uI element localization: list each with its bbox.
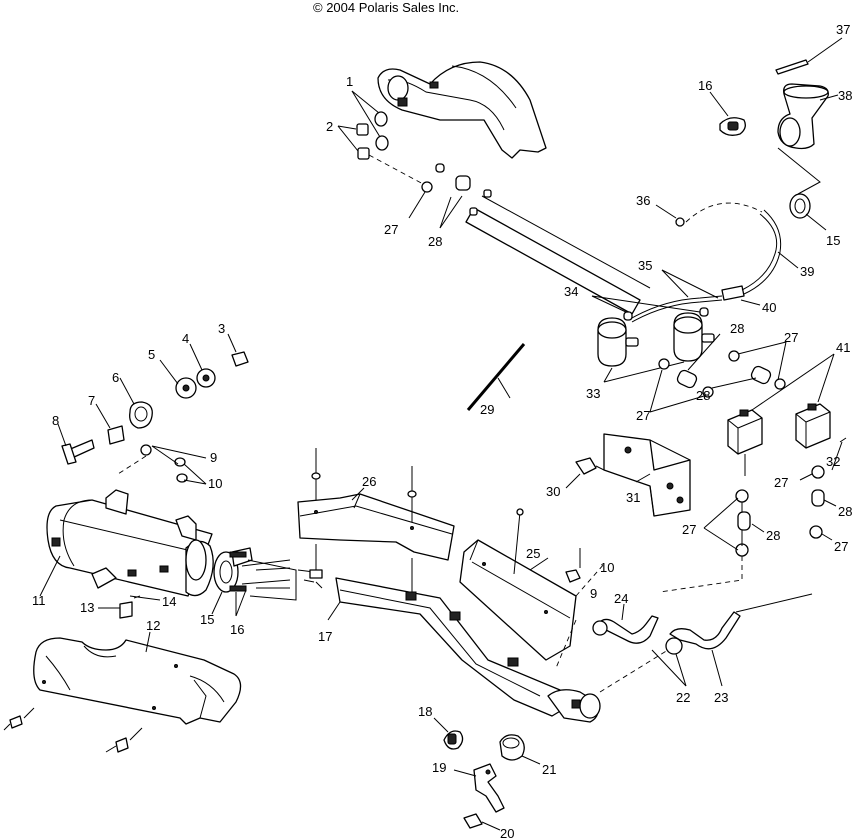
callout-27b: 27: [784, 330, 798, 345]
callout-40: 40: [762, 300, 776, 315]
callout-21: 21: [542, 762, 556, 777]
muffler-11: [39, 489, 214, 597]
callout-30: 30: [546, 484, 560, 499]
callout-23: 23: [714, 690, 728, 705]
callout-3: 3: [218, 321, 225, 336]
callout-33: 33: [586, 386, 600, 401]
callout-labels: 1 2 3 4 5 6 7 8 9 10 11 12 13 14 15 16 1…: [32, 22, 852, 839]
callout-25: 25: [526, 546, 540, 561]
callout-11: 11: [32, 593, 46, 608]
callout-15a: 15: [200, 612, 214, 627]
callout-38: 38: [838, 88, 852, 103]
callout-7: 7: [88, 393, 95, 408]
callout-19: 19: [432, 760, 446, 775]
callout-16b: 16: [698, 78, 712, 93]
callout-13: 13: [80, 600, 94, 615]
callout-24: 24: [614, 591, 628, 606]
hose-assembly-34-35-39-40: [591, 202, 799, 323]
callout-2: 2: [326, 119, 333, 134]
callout-12: 12: [146, 618, 160, 633]
callout-31: 31: [626, 490, 640, 505]
heat-shield-12: [3, 631, 242, 753]
callout-27e: 27: [774, 475, 788, 490]
callout-39: 39: [800, 264, 814, 279]
heat-shield-26: [297, 448, 455, 561]
bracket-30-31: [565, 433, 691, 517]
callout-27c: 27: [636, 408, 650, 423]
callout-10b: 10: [600, 560, 614, 575]
lower-hardware-18-21: [433, 717, 541, 831]
callout-27a: 27: [384, 222, 398, 237]
mounting-hardware-3-10: [57, 333, 249, 485]
callout-9b: 9: [590, 586, 597, 601]
callout-20: 20: [500, 826, 514, 839]
clip-13-14: [98, 595, 161, 619]
callout-1: 1: [346, 74, 353, 89]
callout-18: 18: [418, 704, 432, 719]
callout-4: 4: [182, 331, 189, 346]
rod-29: [466, 343, 526, 411]
outlet-pipe-37-38: [709, 37, 843, 231]
exhaust-pipe-17: [309, 544, 601, 723]
callout-28e: 28: [838, 504, 852, 519]
right-small-parts-27-28-41: [649, 333, 847, 593]
callout-5: 5: [148, 347, 155, 362]
tubes-22-23-24: [592, 593, 813, 693]
callout-28c: 28: [696, 388, 710, 403]
callout-37: 37: [836, 22, 850, 37]
callout-36: 36: [636, 193, 650, 208]
crossover-pipe: [408, 163, 651, 315]
callout-26: 26: [362, 474, 376, 489]
callout-32: 32: [826, 454, 840, 469]
copyright-text: © 2004 Polaris Sales Inc.: [313, 0, 459, 15]
callout-10: 10: [208, 476, 222, 491]
nuts-washers-1-2: [337, 90, 426, 186]
callout-22: 22: [676, 690, 690, 705]
callout-28b: 28: [730, 321, 744, 336]
callout-16a: 16: [230, 622, 244, 637]
heat-shield-25: [459, 508, 605, 669]
muffler-outlet-15-16: [211, 547, 315, 617]
callout-27f: 27: [834, 539, 848, 554]
callout-9: 9: [210, 450, 217, 465]
callout-15b: 15: [826, 233, 840, 248]
callout-34: 34: [564, 284, 578, 299]
callout-14: 14: [162, 594, 176, 609]
callout-6: 6: [112, 370, 119, 385]
upper-exhaust-manifold: [377, 61, 547, 159]
callout-28d: 28: [766, 528, 780, 543]
callout-8: 8: [52, 413, 59, 428]
callout-27d: 27: [682, 522, 696, 537]
callout-35: 35: [638, 258, 652, 273]
callout-41: 41: [836, 340, 850, 355]
callout-29: 29: [480, 402, 494, 417]
callout-17: 17: [318, 629, 332, 644]
callout-28a: 28: [428, 234, 442, 249]
vent-canisters-33: [597, 312, 715, 383]
